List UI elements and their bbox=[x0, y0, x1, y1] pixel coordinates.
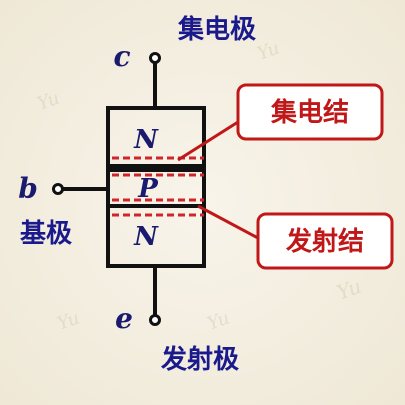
svg-text:Yu: Yu bbox=[334, 274, 365, 305]
collector-junction-pointer bbox=[177, 120, 239, 162]
collector-letter: c bbox=[113, 40, 130, 73]
collector-name: 集电极 bbox=[177, 14, 257, 45]
region-n-top-label: N bbox=[133, 125, 159, 155]
svg-text:Yu: Yu bbox=[205, 307, 233, 334]
svg-text:Yu: Yu bbox=[55, 307, 83, 334]
region-p-label: P bbox=[137, 174, 159, 204]
collector-junction-callout bbox=[236, 83, 384, 141]
region-n-top bbox=[106, 106, 206, 168]
emitter-junction-pointer bbox=[197, 204, 259, 240]
emitter-letter: e bbox=[115, 302, 133, 335]
emitter-terminal bbox=[149, 314, 161, 326]
base-name: 基极 bbox=[20, 219, 73, 249]
region-n-bottom bbox=[106, 204, 206, 268]
svg-text:Yu: Yu bbox=[35, 87, 63, 114]
collector-terminal bbox=[149, 52, 161, 64]
base-letter: b bbox=[18, 172, 38, 205]
base-terminal bbox=[52, 183, 64, 195]
emitter-junction-callout bbox=[256, 212, 394, 270]
emitter-junction-label: 发射结 bbox=[285, 226, 364, 257]
svg-text:Yu: Yu bbox=[255, 37, 283, 64]
region-n-bottom-label: N bbox=[133, 222, 159, 252]
background-watermark: Yu Yu Yu Yu Yu Yu bbox=[35, 37, 365, 334]
collector-junction-label: 集电结 bbox=[270, 97, 349, 128]
emitter-name: 发射极 bbox=[160, 344, 240, 375]
